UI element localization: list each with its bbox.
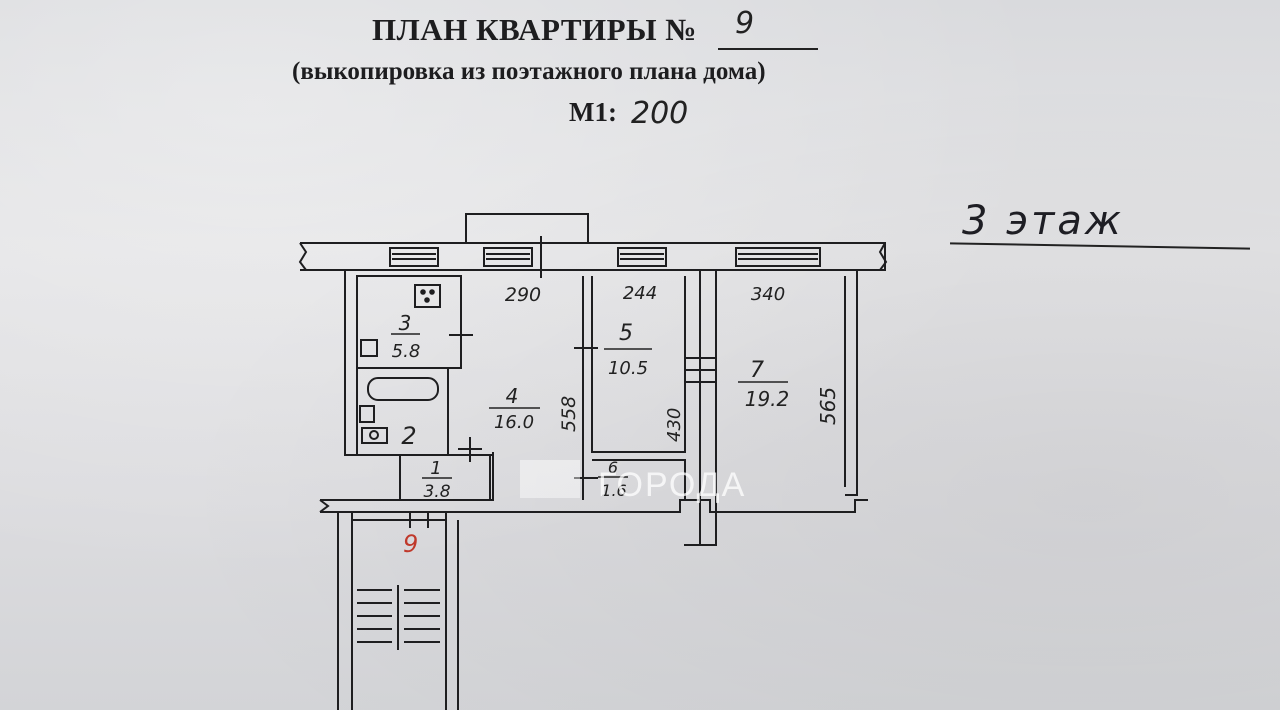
stairwell-left-wall [337, 512, 353, 710]
room-6-area: 1.6 [601, 481, 626, 500]
apartment-number-blank [718, 12, 818, 50]
room-6-number: 6 [608, 458, 618, 477]
entrance-number: 9 [403, 530, 418, 558]
dim-430: 430 [664, 408, 685, 442]
floor-note: 3 этаж [962, 198, 1124, 244]
scale-value: 200 [631, 96, 689, 131]
watermark-text: ГОРОДА [598, 466, 746, 504]
dim-558: 558 [558, 396, 580, 432]
dim-565: 565 [816, 387, 840, 425]
room-3-area: 5.8 [392, 341, 421, 362]
room-7-area: 19.2 [745, 387, 790, 411]
plan-title: ПЛАН КВАРТИРЫ № [372, 12, 697, 47]
stairwell-right-wall [445, 512, 459, 710]
apartment-number: 9 [735, 6, 755, 41]
scale-label: М1: [569, 97, 617, 127]
room-7-number: 7 [750, 358, 764, 383]
dim-290: 290 [505, 284, 541, 306]
watermark-logo [520, 460, 580, 498]
room-5-walls [591, 276, 686, 453]
room-6-walls [592, 459, 686, 500]
room-5-area: 10.5 [608, 358, 648, 379]
room-3-number: 3 [399, 311, 412, 335]
room-1-area: 3.8 [423, 482, 450, 502]
room-5-number: 5 [619, 321, 633, 346]
dim-340: 340 [751, 284, 785, 305]
room-4-area: 16.0 [494, 412, 534, 433]
window-marks [389, 247, 821, 267]
plan-subtitle: (выкопировка из поэтажного плана дома) [292, 58, 766, 85]
room-1-number: 1 [430, 458, 441, 479]
room-2-number: 2 [401, 422, 416, 450]
balcony [465, 213, 589, 244]
room-4-number: 4 [506, 384, 519, 408]
right-wall [845, 270, 858, 496]
stair-treads [357, 585, 440, 650]
facade-wall [300, 242, 886, 271]
room-1-walls [399, 454, 493, 500]
dim-244: 244 [623, 283, 657, 304]
corridor-wall [320, 452, 494, 501]
